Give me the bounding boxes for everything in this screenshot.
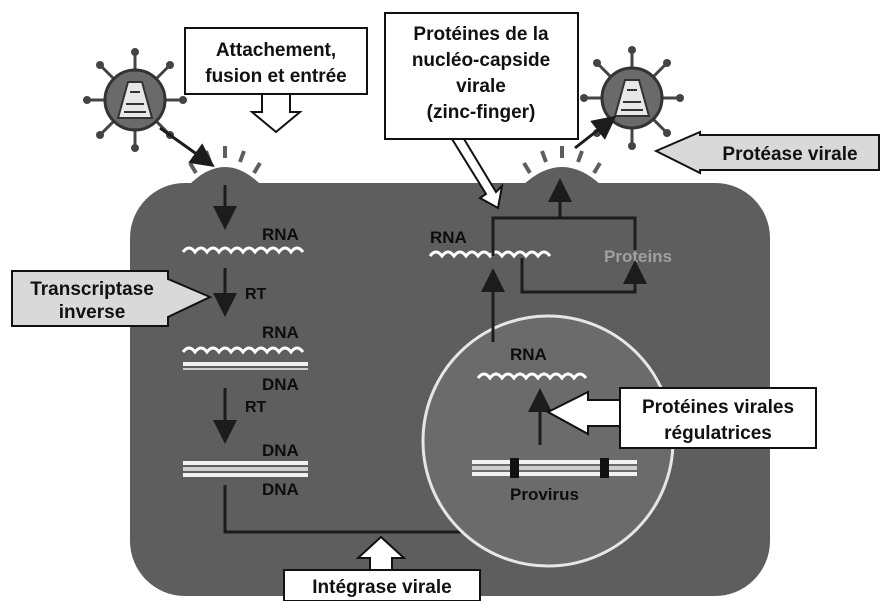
- nucleocapside-line-1: Protéines de la: [413, 24, 549, 45]
- attachement-line-2: fusion et entrée: [205, 66, 346, 87]
- dna-double-strand: [183, 461, 308, 477]
- exit-bud: [522, 146, 602, 186]
- nucleocapside-line-4: (zinc-finger): [427, 102, 536, 123]
- regulatrices-line-1: Protéines virales: [642, 397, 794, 418]
- label-provirus: Provirus: [510, 485, 579, 504]
- label-dna-2: DNA: [262, 441, 299, 460]
- label-rna-top: RNA: [430, 228, 467, 247]
- attachement-line-1: Attachement,: [216, 40, 336, 61]
- exit-arrow: [575, 123, 607, 148]
- label-dna-1: DNA: [262, 375, 299, 394]
- attachement-callout: Attachement, fusion et entrée: [185, 28, 367, 132]
- label-dna-3: DNA: [262, 480, 299, 499]
- provirus-dna: [472, 458, 637, 478]
- transcriptase-line-1: Transcriptase: [30, 279, 154, 300]
- regulatrices-line-2: régulatrices: [664, 423, 772, 444]
- dna-strand-1: [183, 362, 308, 370]
- label-rna-2: RNA: [262, 323, 299, 342]
- protease-label: Protéase virale: [722, 144, 857, 165]
- label-rna-nucleus: RNA: [510, 345, 547, 364]
- label-rt-2: RT: [245, 399, 267, 416]
- label-proteins: Proteins: [604, 247, 672, 266]
- nucleocapside-line-3: virale: [456, 76, 506, 97]
- protease-callout: Protéase virale: [656, 132, 879, 173]
- virion-exiting-icon: [580, 46, 684, 150]
- nucleocapside-line-2: nucléo-capside: [412, 50, 550, 71]
- label-rt-1: RT: [245, 286, 267, 303]
- entry-arrow: [160, 128, 205, 160]
- integrase-label: Intégrase virale: [312, 577, 451, 598]
- transcriptase-line-2: inverse: [59, 302, 126, 323]
- label-rna-1: RNA: [262, 225, 299, 244]
- entry-bud: [188, 146, 262, 186]
